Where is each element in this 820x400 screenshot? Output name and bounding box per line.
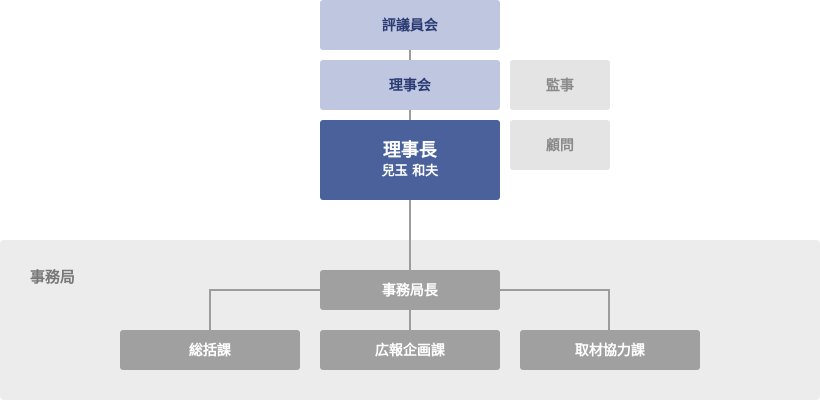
- division-label: 取材協力課: [575, 343, 645, 359]
- division-box: 広報企画課: [320, 330, 500, 370]
- connector-head-to-chair: [409, 195, 411, 275]
- secretariat-label: 事務局: [30, 268, 76, 286]
- auditor-label: 監事: [546, 78, 574, 94]
- chairman-title: 理事長: [383, 140, 437, 161]
- advisor-box: 顧問: [510, 120, 610, 170]
- division-label: 広報企画課: [375, 343, 445, 359]
- connector-right-drop: [608, 289, 610, 331]
- division-box: 取材協力課: [520, 330, 700, 370]
- secretariat-head-box: 事務局長: [320, 270, 500, 310]
- board-of-councilors-box: 評議員会: [320, 0, 500, 50]
- division-box: 総括課: [120, 330, 300, 370]
- connector-left-drop: [209, 289, 211, 331]
- chairman-name: 兒玉 和夫: [381, 164, 439, 179]
- division-label: 総括課: [189, 343, 231, 359]
- secretariat-head-label: 事務局長: [382, 283, 438, 299]
- auditor-box: 監事: [510, 60, 610, 110]
- board-of-directors-label: 理事会: [389, 78, 431, 94]
- board-of-directors-box: 理事会: [320, 60, 500, 110]
- advisor-label: 顧問: [546, 138, 574, 154]
- board-of-councilors-label: 評議員会: [382, 18, 438, 34]
- connector-center-drop: [409, 289, 411, 331]
- chairman-box: 理事長 兒玉 和夫: [320, 120, 500, 200]
